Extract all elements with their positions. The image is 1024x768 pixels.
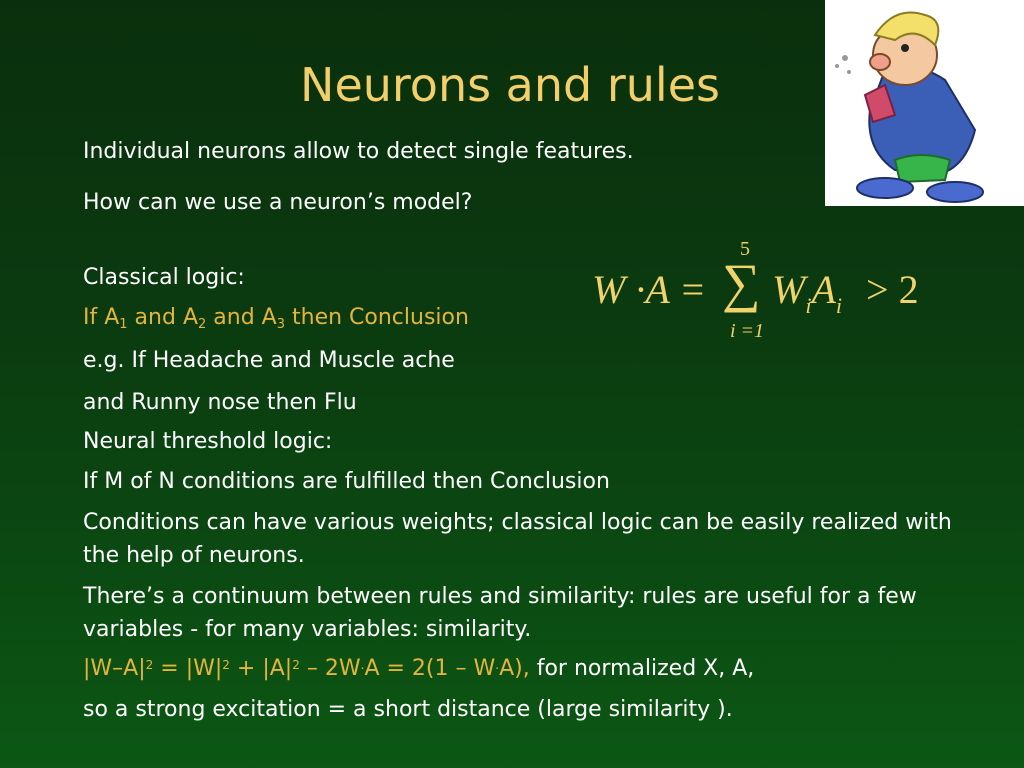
classical-rule: If A1 and A2 and A3 then Conclusion bbox=[83, 305, 469, 332]
weights-paragraph: Conditions can have various weights; cla… bbox=[83, 510, 952, 568]
threshold-heading: Neural threshold logic: bbox=[83, 429, 333, 454]
example-line-2: and Runny nose then Flu bbox=[83, 390, 357, 415]
slide-title: Neurons and rules bbox=[300, 58, 720, 112]
m-of-n-rule: If M of N conditions are fulfilled then … bbox=[83, 469, 610, 494]
continuum-paragraph: There’s a continuum between rules and si… bbox=[83, 584, 917, 642]
distance-equation: |W–A|2 = |W|2 + |A|2 – 2W.A = 2(1 – W.A)… bbox=[83, 656, 755, 681]
sigma-symbol: ∑ bbox=[722, 253, 761, 313]
weighted-sum-formula: 5 W ·A = ∑ WiAi > 2 i =1 bbox=[592, 238, 919, 342]
intro-line-2: How can we use a neuron’s model? bbox=[83, 190, 473, 215]
conclusion-line: so a strong excitation = a short distanc… bbox=[83, 697, 733, 722]
example-line-1: e.g. If Headache and Muscle ache bbox=[83, 348, 455, 373]
intro-line-1: Individual neurons allow to detect singl… bbox=[83, 139, 634, 164]
classical-logic-heading: Classical logic: bbox=[83, 265, 245, 290]
sick-cartoon-image bbox=[825, 0, 1024, 206]
